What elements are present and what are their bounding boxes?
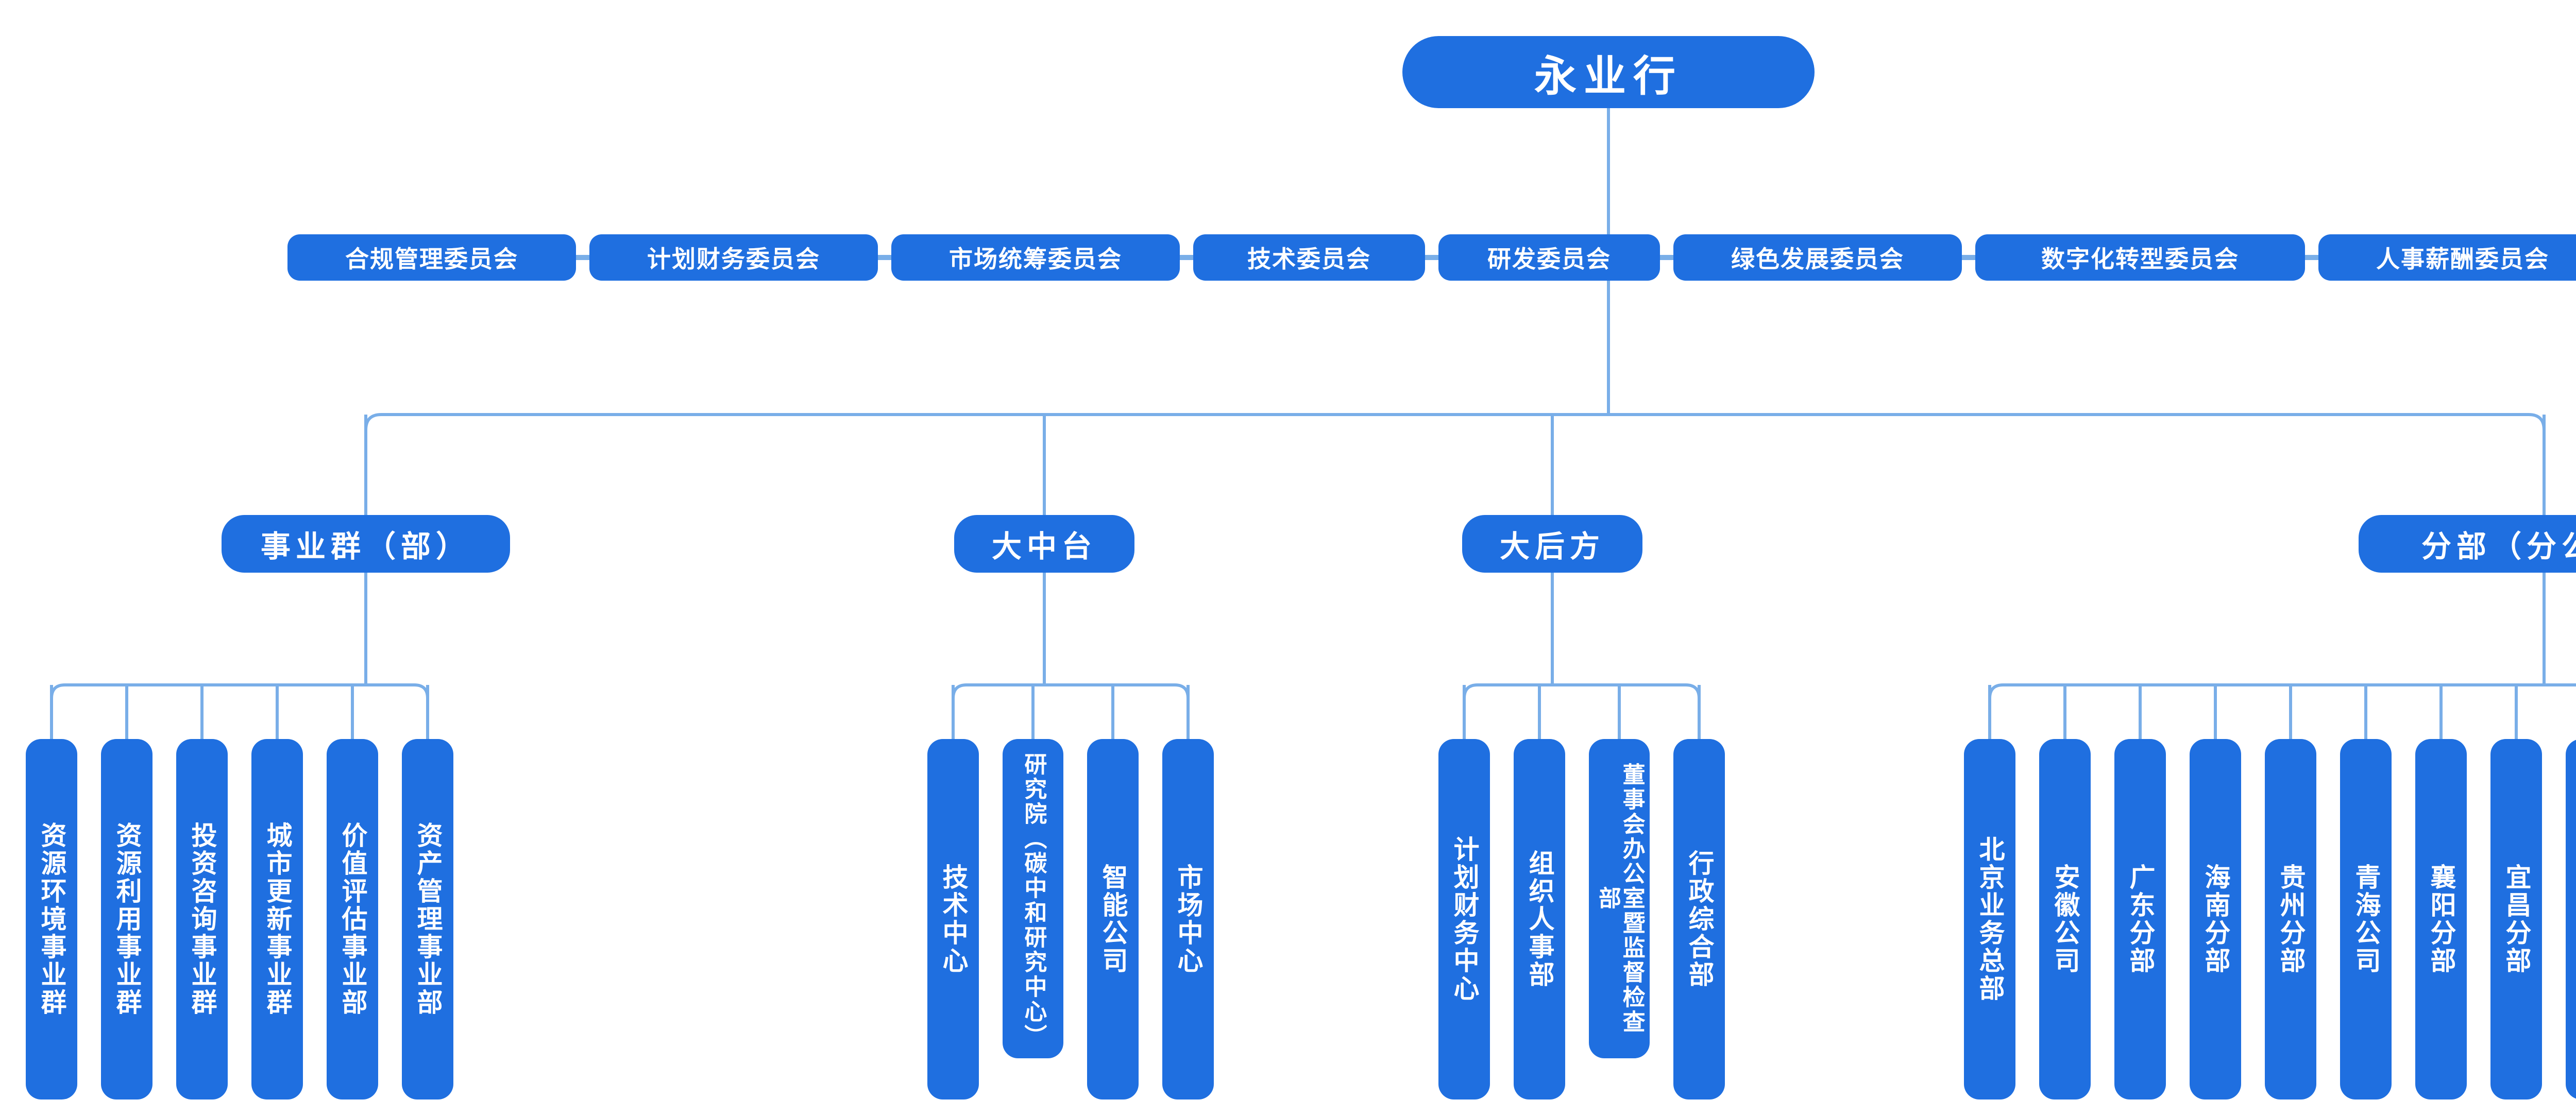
division-3[interactable]: 大后方 <box>1462 515 1642 573</box>
leaf-3-2[interactable]: 组织人事部 <box>1514 739 1565 1099</box>
leaf-1-1[interactable]: 资源环境事业群 <box>26 739 77 1099</box>
leaf-4-5[interactable]: 贵州分部 <box>2265 739 2316 1099</box>
leaf-1-4[interactable]: 城市更新事业群 <box>251 739 303 1099</box>
leaf-1-3[interactable]: 投资咨询事业群 <box>176 739 228 1099</box>
committee-8[interactable]: 人事薪酬委员会 <box>2318 234 2576 281</box>
leaf-4-4[interactable]: 海南分部 <box>2190 739 2241 1099</box>
org-root-node[interactable]: 永业行 <box>1402 36 1815 108</box>
leaf-4-1[interactable]: 北京业务总部 <box>1964 739 2015 1099</box>
committee-1[interactable]: 合规管理委员会 <box>287 234 576 281</box>
leaf-1-5[interactable]: 价值评估事业部 <box>327 739 378 1099</box>
leaf-3-3[interactable]: 董事会办公室暨监督检查部 <box>1589 739 1650 1058</box>
leaf-4-2[interactable]: 安徽公司 <box>2039 739 2091 1099</box>
leaf-2-1[interactable]: 技术中心 <box>927 739 979 1099</box>
leaf-4-8[interactable]: 宜昌分部 <box>2490 739 2542 1099</box>
division-4[interactable]: 分部（分公司） <box>2359 515 2576 573</box>
leaf-4-9[interactable]: 黄石分部 <box>2566 739 2576 1099</box>
leaf-1-2[interactable]: 资源利用事业群 <box>101 739 152 1099</box>
committee-5[interactable]: 研发委员会 <box>1438 234 1660 281</box>
leaf-2-3[interactable]: 智能公司 <box>1087 739 1139 1099</box>
leaf-3-1[interactable]: 计划财务中心 <box>1438 739 1490 1099</box>
leaf-1-6[interactable]: 资产管理事业部 <box>402 739 453 1099</box>
committee-2[interactable]: 计划财务委员会 <box>589 234 878 281</box>
leaf-4-6[interactable]: 青海公司 <box>2340 739 2392 1099</box>
committee-6[interactable]: 绿色发展委员会 <box>1673 234 1962 281</box>
division-1[interactable]: 事业群（部） <box>222 515 510 573</box>
leaf-3-4[interactable]: 行政综合部 <box>1673 739 1725 1099</box>
leaf-4-7[interactable]: 襄阳分部 <box>2415 739 2467 1099</box>
leaf-4-3[interactable]: 广东分部 <box>2114 739 2166 1099</box>
committee-3[interactable]: 市场统筹委员会 <box>891 234 1180 281</box>
committee-4[interactable]: 技术委员会 <box>1193 234 1425 281</box>
leaf-2-2[interactable]: 研究院（碳中和研究中心） <box>1003 739 1063 1058</box>
leaf-2-4[interactable]: 市场中心 <box>1162 739 1214 1099</box>
committee-7[interactable]: 数字化转型委员会 <box>1975 234 2305 281</box>
division-2[interactable]: 大中台 <box>954 515 1134 573</box>
